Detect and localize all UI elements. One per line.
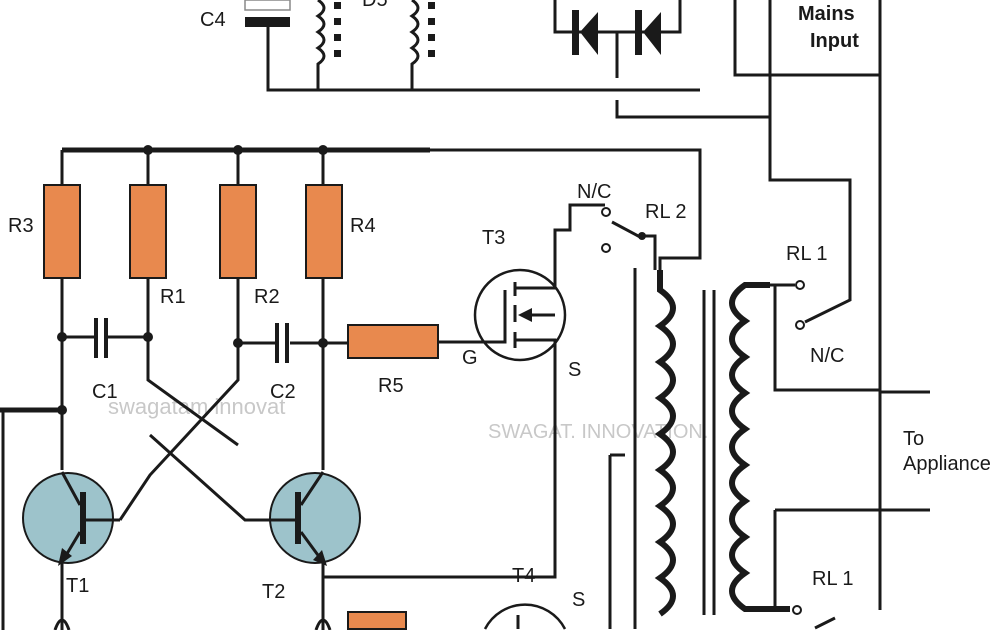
label-rl1-bottom: RL 1: [812, 568, 854, 590]
label-c4: C4: [200, 9, 226, 31]
label-nc-rl2: N/C: [577, 181, 611, 203]
label-rl2: RL 2: [645, 201, 687, 223]
watermark-right: SWAGAT. INNOVATION.: [488, 421, 708, 443]
appliance-terminals: [880, 390, 930, 512]
label-d5: D5: [362, 0, 388, 11]
label-t4: T4: [512, 565, 535, 587]
label-r3: R3: [8, 215, 34, 237]
bus-to-transformer: [430, 148, 702, 270]
transistor-t1: [22, 471, 120, 630]
d5-inductors: [315, 0, 700, 92]
resistor-bottom: [347, 611, 407, 630]
label-c1: C1: [92, 381, 118, 403]
relay-rl2-contacts: [601, 207, 657, 270]
mains-wires: [733, 0, 880, 324]
label-g: G: [462, 347, 478, 369]
label-r4: R4: [350, 215, 376, 237]
label-t3: T3: [482, 227, 505, 249]
transformer: [608, 268, 790, 629]
label-mains-input-2: Input: [810, 30, 859, 52]
transistor-t2: [269, 360, 557, 630]
label-r1: R1: [160, 286, 186, 308]
mosfet-t3: [473, 203, 605, 365]
resistor-r2: [219, 184, 257, 279]
label-to-appliance-2: Appliance: [903, 453, 991, 475]
resistor-r3: [43, 184, 81, 279]
label-nc-rl1: N/C: [810, 345, 844, 367]
resistor-r1: [129, 184, 167, 279]
resistor-r5: [347, 324, 439, 359]
label-mains-input-1: Mains: [798, 3, 855, 25]
relay-rl1-top-contacts: [770, 280, 880, 392]
label-t1: T1: [66, 575, 89, 597]
label-r5: R5: [378, 375, 404, 397]
c4-capacitor: [244, 0, 315, 92]
resistor-r4: [305, 184, 343, 279]
label-s-t4: S: [572, 589, 585, 611]
label-to-appliance-1: To: [903, 428, 924, 450]
bridge-diodes: [553, 0, 770, 119]
mosfet-t4: [483, 603, 567, 630]
label-r2: R2: [254, 286, 280, 308]
relay-rl1-bottom-contacts: [773, 508, 880, 630]
label-s-t3: S: [568, 359, 581, 381]
label-t2: T2: [262, 581, 285, 603]
label-c2: C2: [270, 381, 296, 403]
label-rl1-top: RL 1: [786, 243, 828, 265]
